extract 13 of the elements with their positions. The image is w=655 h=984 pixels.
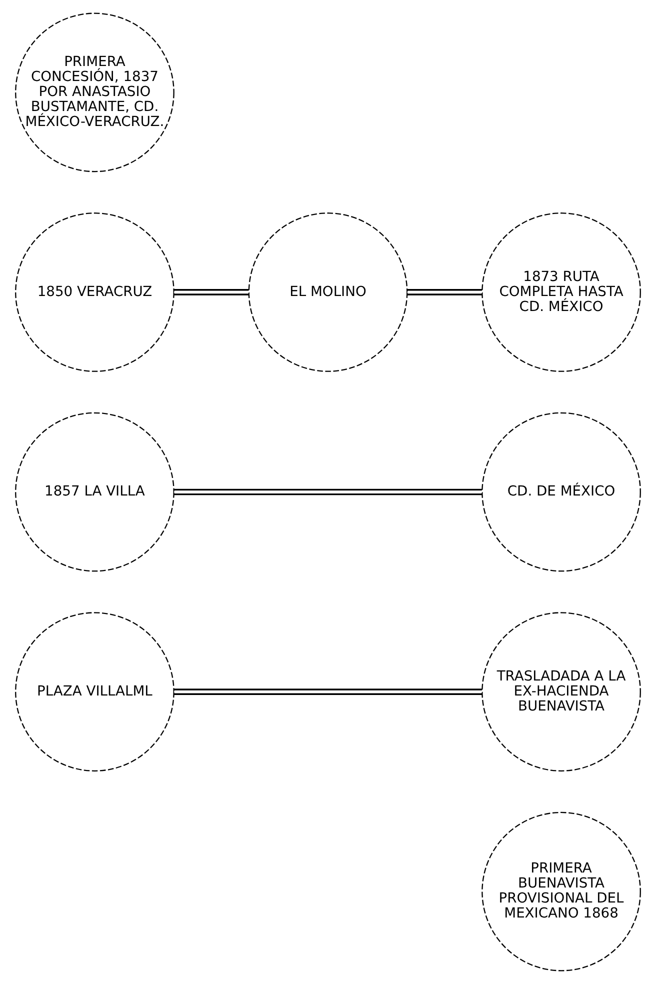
node-circle: 1873 RUTA COMPLETA HASTA CD. MÉXICO [481,212,640,372]
node-circle: PLAZA VILLALML [14,612,174,772]
connector [406,289,482,296]
node-circle: TRASLADADA A LA EX-HACIENDA BUENAVISTA [481,612,640,772]
node-circle: PRIMERA BUENAVISTA PROVISIONAL DEL MEXICANO 1868 [481,812,640,972]
connector [174,289,248,296]
node-circle: EL MOLINO [248,212,408,372]
node-circle: PRIMERA CONCESIÓN, 1837 POR ANASTASIO BUSTAMANTE, CD. MÉXICO-VERACRUZ. [14,12,174,172]
node-circle: 1857 LA VILLA [14,412,174,572]
node-circle: 1850 VERACRUZ [14,212,174,372]
node-circle: CD. DE MÉXICO [481,412,640,572]
connector [174,488,482,496]
connector [174,688,482,695]
